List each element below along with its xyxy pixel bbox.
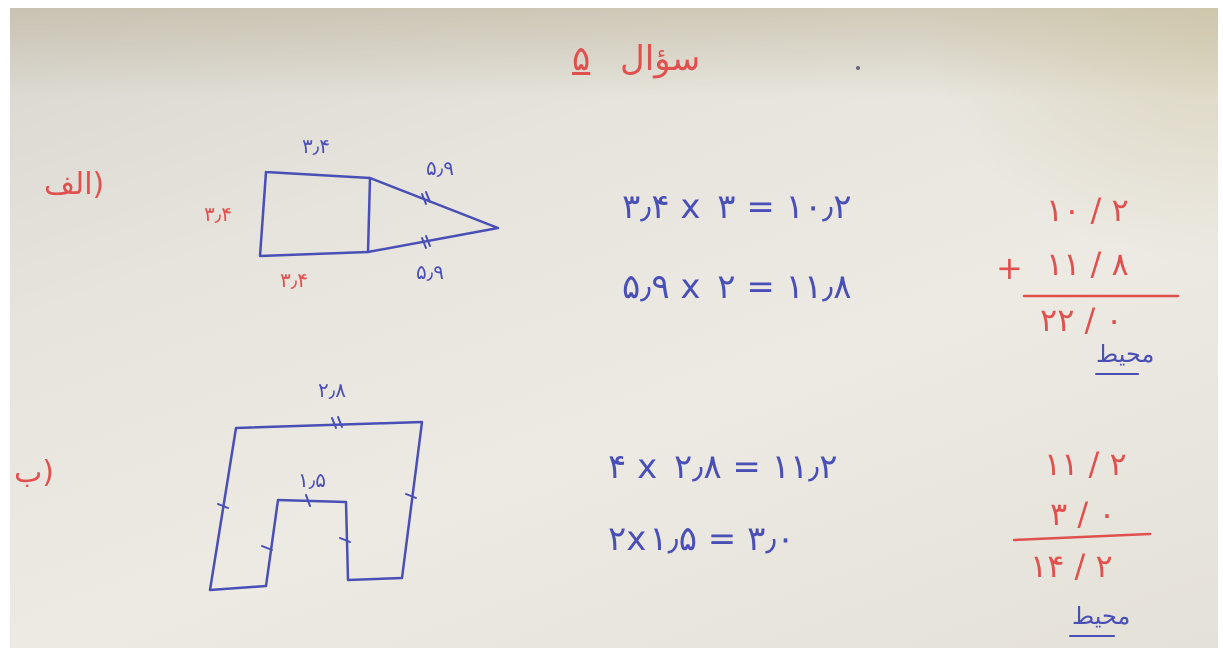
part-b-equation-1: ۴ x ۲٫۸ = ۱۱٫۲ bbox=[608, 447, 838, 487]
part-a-upper-slant-dimension: ۵٫۹ bbox=[426, 156, 454, 180]
tick-mark bbox=[337, 416, 343, 428]
part-b-top-dimension: ۲٫۸ bbox=[318, 378, 346, 402]
part-a-equation-1: ۳٫۴ x ۳ = ۱۰٫۲ bbox=[622, 187, 852, 227]
part-b-label: ب) bbox=[14, 455, 54, 490]
part-a-top-dimension: ۳٫۴ bbox=[302, 134, 330, 158]
shape-sketches bbox=[208, 170, 1180, 637]
part-b-shape bbox=[208, 416, 424, 592]
part-a-addend-2: ۱۱ / ۸ bbox=[1046, 245, 1129, 283]
part-b-result-label: محیط bbox=[1072, 602, 1131, 630]
tick-mark bbox=[305, 494, 311, 507]
part-a-outline bbox=[258, 170, 500, 258]
question-title: سؤال bbox=[620, 39, 701, 79]
part-b-outline bbox=[208, 420, 424, 592]
corner-shadow bbox=[918, 8, 1218, 268]
part-a-result-label: محیط bbox=[1096, 340, 1155, 368]
whiteboard-photo: سؤال ۵ الف) ب) ۳ bbox=[10, 8, 1218, 648]
tick-mark bbox=[217, 503, 229, 509]
part-a-plus-sign: + bbox=[996, 249, 1029, 287]
part-b-sum-result: ۱۴ / ۲ bbox=[1030, 547, 1113, 585]
part-b-sum-line bbox=[1012, 532, 1152, 542]
part-b-inner-dimension: ۱٫۵ bbox=[298, 468, 326, 492]
part-a-addend-1: ۱۰ / ۲ bbox=[1046, 191, 1129, 229]
question-number: ۵ bbox=[572, 39, 591, 79]
tick-mark bbox=[261, 545, 273, 551]
part-a-left-dimension: ۳٫۴ bbox=[204, 202, 232, 226]
part-a-label: الف) bbox=[44, 167, 105, 202]
tick-mark bbox=[405, 493, 417, 499]
ink-dot bbox=[856, 66, 860, 70]
tick-mark bbox=[425, 191, 431, 203]
part-a-bottom-dimension: ۳٫۴ bbox=[280, 268, 308, 292]
tick-mark bbox=[331, 417, 337, 429]
tick-mark bbox=[421, 193, 427, 205]
part-b-equation-2: ۲x۱٫۵ = ۳٫۰ bbox=[608, 519, 795, 559]
part-a-divider bbox=[366, 176, 372, 254]
tick-mark bbox=[425, 235, 431, 247]
part-b-addend-2: ۳ / ۰ bbox=[1050, 495, 1116, 533]
tick-mark bbox=[339, 537, 351, 543]
part-a-equation-2: ۵٫۹ x ۲ = ۱۱٫۸ bbox=[622, 267, 852, 307]
part-a-lower-slant-dimension: ۵٫۹ bbox=[416, 260, 444, 284]
part-a-shape bbox=[258, 170, 500, 258]
tick-mark bbox=[421, 237, 427, 249]
part-a-sum-result: ۲۲ / ۰ bbox=[1040, 301, 1123, 339]
part-b-addend-1: ۱۱ / ۲ bbox=[1044, 445, 1127, 483]
